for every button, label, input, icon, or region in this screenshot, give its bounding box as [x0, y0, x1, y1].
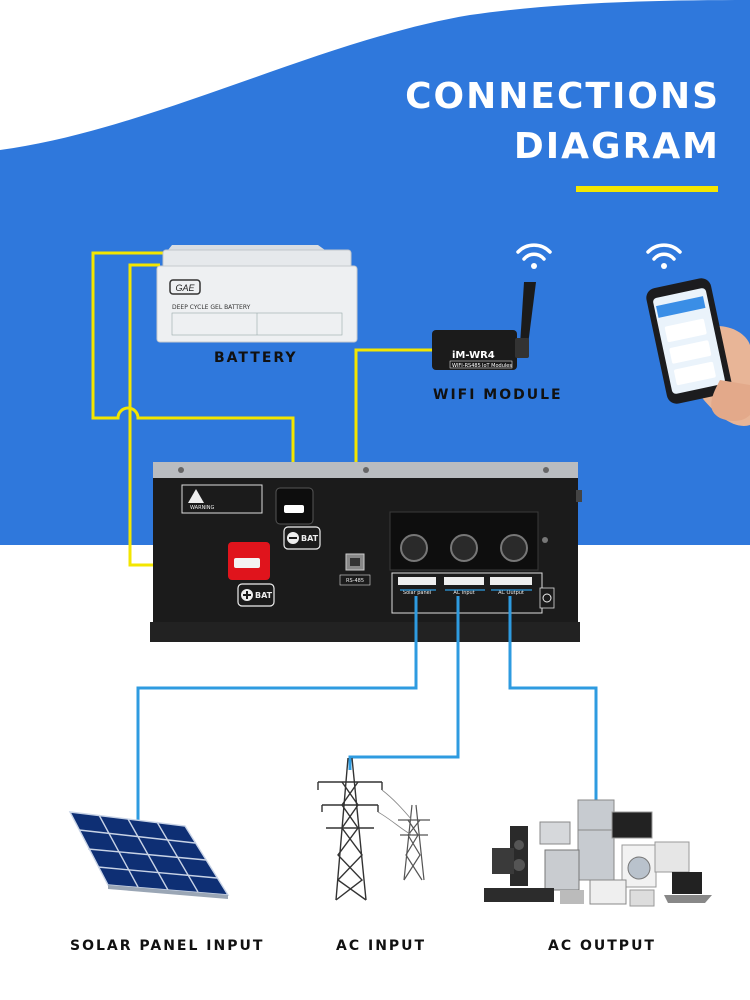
smartphone	[646, 278, 750, 426]
cable-gland	[500, 534, 528, 562]
blue-background	[0, 0, 750, 545]
wifi-module: iM-WR4 WIFI-RS485 IoT Modules	[432, 282, 536, 370]
battery-label: BATTERY	[214, 350, 298, 366]
wifi-icon	[646, 243, 682, 269]
warning-text: WARNING	[190, 505, 215, 511]
inverter: WARNING BAT BAT RS-485 Solar panel AC In…	[150, 462, 582, 642]
appliances	[484, 799, 712, 907]
rs485-label: RS-485	[346, 578, 364, 584]
power-tower	[377, 789, 430, 881]
wifi-module-sub2: IoT Modules	[482, 363, 512, 369]
power-tower	[317, 757, 383, 901]
battery-type: DEEP CYCLE GEL BATTERY	[172, 304, 251, 311]
solar-panel	[68, 811, 230, 899]
ground-icon	[542, 593, 552, 603]
battery-brand: GAE	[175, 283, 195, 293]
terminal-ac-output-label: AC Output	[498, 590, 524, 596]
blue-wires	[136, 596, 598, 820]
bat-positive-label: BAT	[255, 591, 273, 600]
title-underline	[576, 186, 718, 192]
wifi-icon	[516, 243, 552, 269]
wifi-module-model: iM-WR4	[452, 350, 495, 361]
cable-gland	[450, 534, 478, 562]
cable-gland	[400, 534, 428, 562]
battery: GAE DEEP CYCLE GEL BATTERY	[156, 245, 358, 343]
terminal-ac-input-label: AC Input	[453, 590, 474, 596]
wifi-module-sub1: WIFI-RS485	[452, 363, 481, 369]
ac-output-label: AC OUTPUT	[548, 938, 656, 954]
ac-input-label: AC INPUT	[336, 938, 427, 954]
title-line2: DIAGRAM	[513, 126, 720, 167]
terminal-solar-label: Solar panel	[403, 590, 431, 596]
solar-panel-input-label: SOLAR PANEL INPUT	[70, 938, 265, 954]
wifi-module-label: WIFI MODULE	[433, 387, 563, 403]
warning-icon	[188, 489, 204, 503]
title-line1: CONNECTIONS	[405, 76, 720, 117]
bat-negative-label: BAT	[301, 534, 319, 543]
